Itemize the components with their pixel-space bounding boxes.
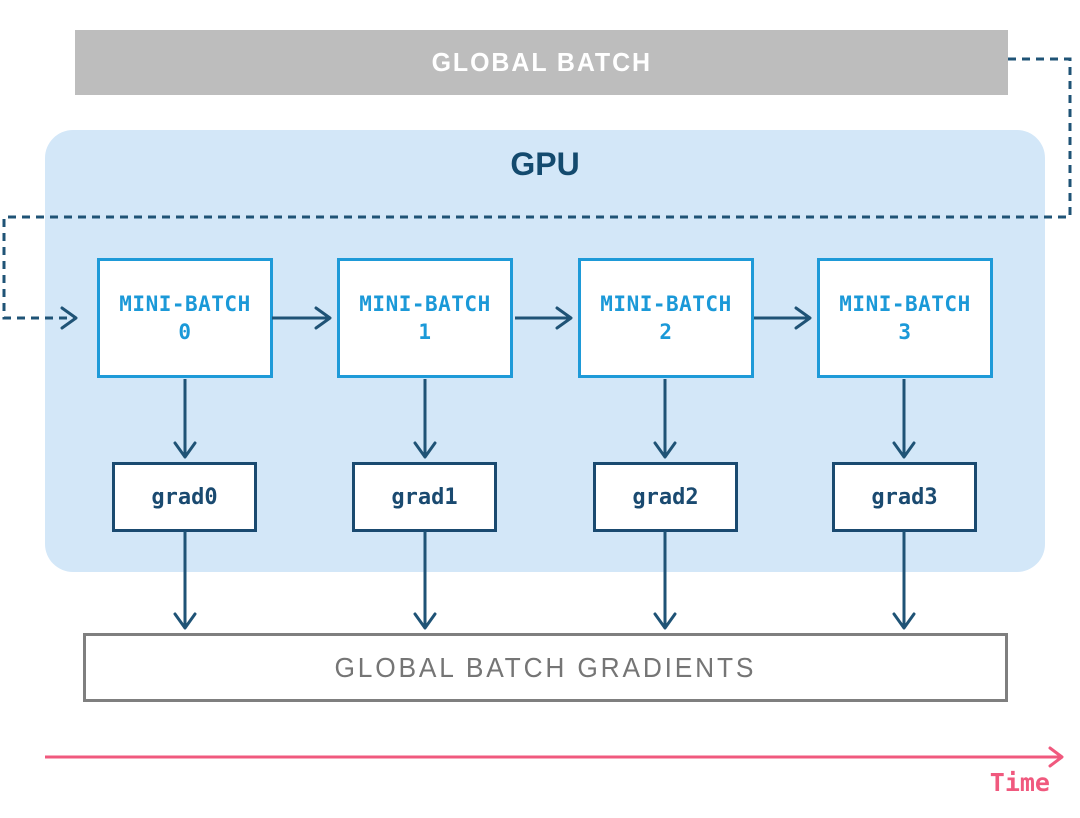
- mini-batch-1-number: 1: [418, 319, 432, 344]
- global-batch-label: GLOBAL BATCH: [431, 47, 652, 77]
- grad3-label: grad3: [871, 484, 938, 510]
- time-axis-label: Time: [989, 768, 1050, 797]
- global-batch-box: GLOBAL BATCH: [75, 30, 1008, 95]
- grad2-label: grad2: [632, 484, 699, 510]
- global-batch-gradients-box: GLOBAL BATCH GRADIENTS: [83, 633, 1008, 702]
- grad2-box: grad2: [593, 462, 738, 532]
- grad0-label: grad0: [151, 484, 218, 510]
- mini-batch-3-number: 3: [898, 319, 912, 344]
- mini-batch-3-label: MINI-BATCH: [839, 291, 971, 316]
- mini-batch-1-box: MINI-BATCH 1: [337, 258, 513, 378]
- mini-batch-2-number: 2: [659, 319, 673, 344]
- grad3-box: grad3: [832, 462, 977, 532]
- grad0-box: grad0: [112, 462, 257, 532]
- mini-batch-0-box: MINI-BATCH 0: [97, 258, 273, 378]
- mini-batch-2-box: MINI-BATCH 2: [578, 258, 754, 378]
- mini-batch-0-number: 0: [178, 319, 192, 344]
- mini-batch-3-box: MINI-BATCH 3: [817, 258, 993, 378]
- mini-batch-2-label: MINI-BATCH: [600, 291, 732, 316]
- global-batch-gradients-label: GLOBAL BATCH GRADIENTS: [334, 651, 757, 683]
- mini-batch-0-label: MINI-BATCH: [119, 291, 251, 316]
- gpu-label: GPU: [510, 146, 580, 182]
- grad1-label: grad1: [391, 484, 458, 510]
- grad1-box: grad1: [352, 462, 497, 532]
- mini-batch-1-label: MINI-BATCH: [359, 291, 491, 316]
